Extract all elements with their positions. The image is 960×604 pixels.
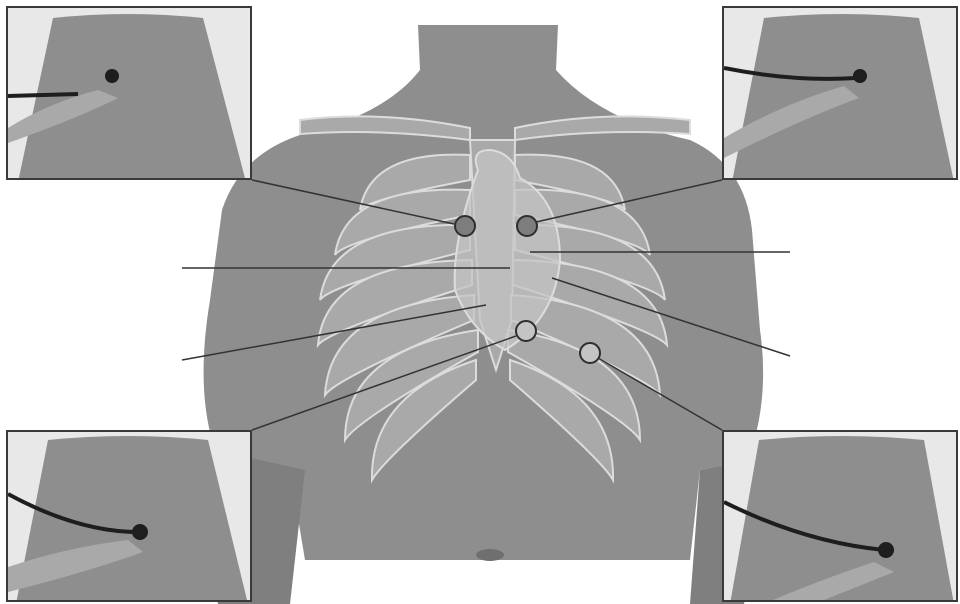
inset-photo-bottom-left	[6, 430, 252, 602]
stethoscope-photo-icon	[8, 432, 252, 602]
stethoscope-photo-icon	[724, 432, 958, 602]
pulmonic-point-marker	[517, 216, 537, 236]
inset-photo-top-left	[6, 6, 252, 180]
inset-photo-bottom-right	[722, 430, 958, 602]
aortic-point-marker	[455, 216, 475, 236]
tricuspid-point-marker	[516, 321, 536, 341]
inset-photo-top-right	[722, 6, 958, 180]
stethoscope-photo-icon	[8, 8, 252, 180]
mitral-point-marker	[580, 343, 600, 363]
stethoscope-photo-icon	[724, 8, 958, 180]
